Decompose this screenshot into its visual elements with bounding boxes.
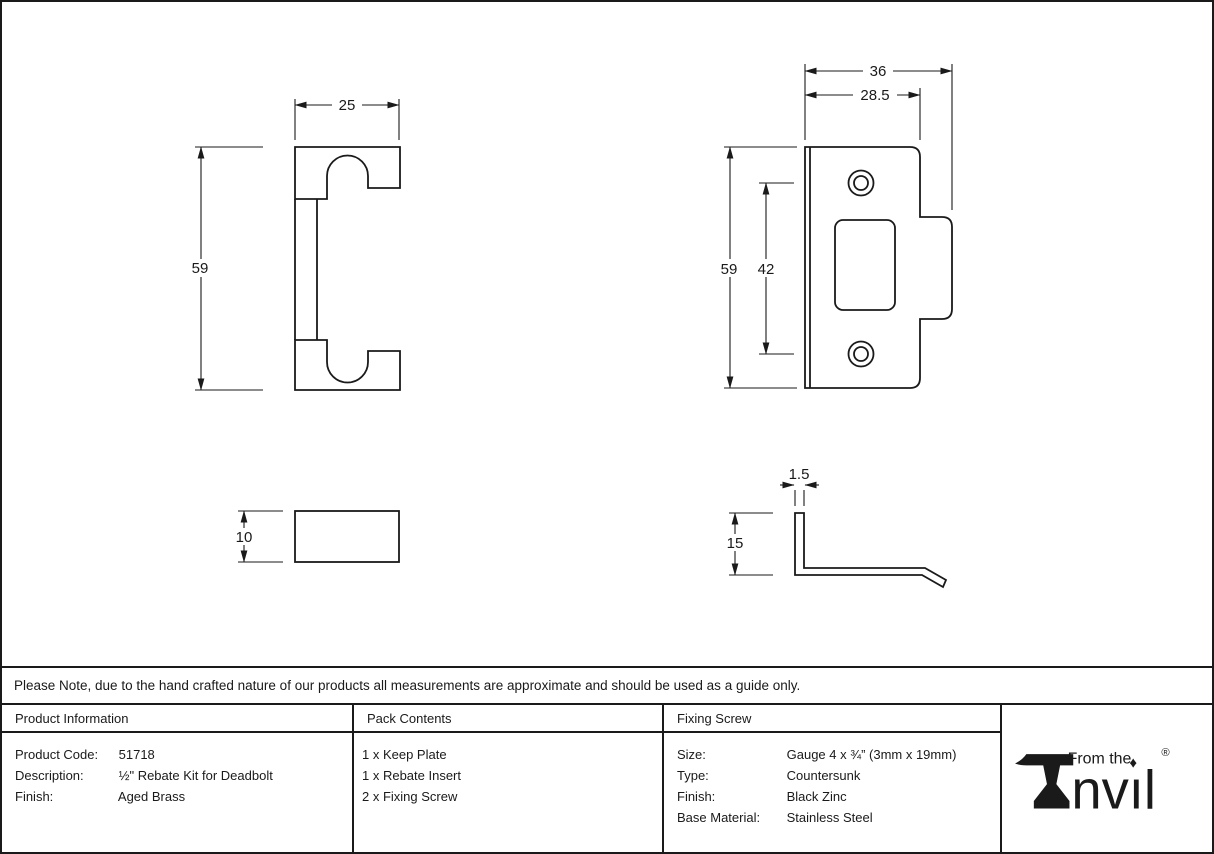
screw-hole-bottom-outer [847, 340, 875, 368]
screw-hole-bottom-inner [853, 346, 869, 362]
anvil-icon [1015, 753, 1074, 809]
dim-15-label: 15 [727, 535, 744, 552]
dim-59-plate-label: 59 [721, 261, 738, 278]
dim-36 [804, 64, 953, 210]
screw-base-material-label: Base Material: [677, 810, 761, 825]
dim-1-5 [780, 481, 819, 506]
screw-size-value: Gauge 4 x ¾” (3mm x 19mm) [786, 747, 957, 762]
pack-item: 2 x Fixing Screw [362, 789, 458, 804]
dim-36-label: 36 [870, 63, 887, 80]
dim-10-label: 10 [236, 529, 253, 546]
keep-plate-side-outline [794, 512, 948, 589]
insert-side-outline [294, 510, 400, 563]
product-code-label: Product Code: [15, 747, 99, 762]
keep-plate-front-drawing: 36 28.5 59 [715, 62, 953, 389]
logo-brand-text: nvıl [1071, 759, 1156, 820]
dim-59-insert-label: 59 [192, 260, 209, 277]
screw-finish-label: Finish: [677, 789, 716, 804]
brand-logo-cell: nvıl ♦ From the ® [1000, 705, 1212, 852]
registered-trademark-symbol: ® [1161, 747, 1170, 759]
insert-top-block [294, 146, 401, 200]
dim-42-label: 42 [758, 261, 775, 278]
table-row: Base Material: Stainless Steel [677, 807, 1000, 828]
pack-contents-column: Pack Contents 1 x Keep Plate 1 x Rebate … [352, 705, 662, 852]
insert-bottom-block [294, 339, 401, 391]
pack-contents-header: Pack Contents [354, 705, 662, 733]
keep-plate-side-drawing: 1.5 15 [720, 466, 948, 589]
product-information-column: Product Information Product Code: 51718 … [2, 705, 352, 852]
info-table: Product Information Product Code: 51718 … [2, 703, 1212, 852]
dim-1-5-label: 1.5 [789, 466, 810, 483]
screw-finish-value: Black Zinc [786, 789, 847, 804]
description-value: ½" Rebate Kit for Deadbolt [118, 768, 273, 783]
fixing-screw-column: Fixing Screw Size: Gauge 4 x ¾” (3mm x 1… [662, 705, 1000, 852]
logo-diamond-dot: ♦ [1129, 754, 1137, 771]
logo-tagline: From the [1068, 750, 1132, 767]
screw-type-value: Countersunk [786, 768, 861, 783]
pack-item: 1 x Rebate Insert [362, 768, 461, 783]
table-row: Finish: Black Zinc [677, 786, 1000, 807]
measurement-note-text: Please Note, due to the hand crafted nat… [14, 678, 801, 693]
bolt-cutout [834, 219, 896, 311]
screw-size-label: Size: [677, 747, 706, 762]
dim-25-label: 25 [339, 97, 356, 114]
table-row: Product Code: 51718 [15, 744, 352, 765]
product-information-header: Product Information [2, 705, 352, 733]
pack-item: 1 x Keep Plate [362, 747, 447, 762]
table-row: Finish: Aged Brass [15, 786, 352, 807]
dim-28-5-label: 28.5 [860, 87, 889, 104]
table-row: Size: Gauge 4 x ¾” (3mm x 19mm) [677, 744, 1000, 765]
measurement-note-row: Please Note, due to the hand crafted nat… [2, 666, 1212, 703]
screw-hole-top-inner [853, 175, 869, 191]
from-the-anvil-logo: nvıl ♦ From the ® [1013, 705, 1201, 852]
rebate-insert-front-drawing: 25 59 [186, 96, 401, 391]
product-code-value: 51718 [118, 747, 155, 762]
finish-label: Finish: [15, 789, 54, 804]
rebate-insert-side-drawing: 10 [229, 510, 400, 563]
finish-value: Aged Brass [117, 789, 186, 804]
screw-base-material-value: Stainless Steel [786, 810, 873, 825]
screw-type-label: Type: [677, 768, 709, 783]
fixing-screw-header: Fixing Screw [664, 705, 1000, 733]
table-row: Type: Countersunk [677, 765, 1000, 786]
keep-plate-outline [804, 146, 953, 389]
technical-drawings-area: 25 59 [2, 2, 1212, 666]
screw-hole-top-outer [847, 169, 875, 197]
table-row: Description: ½" Rebate Kit for Deadbolt [15, 765, 352, 786]
description-label: Description: [15, 768, 84, 783]
